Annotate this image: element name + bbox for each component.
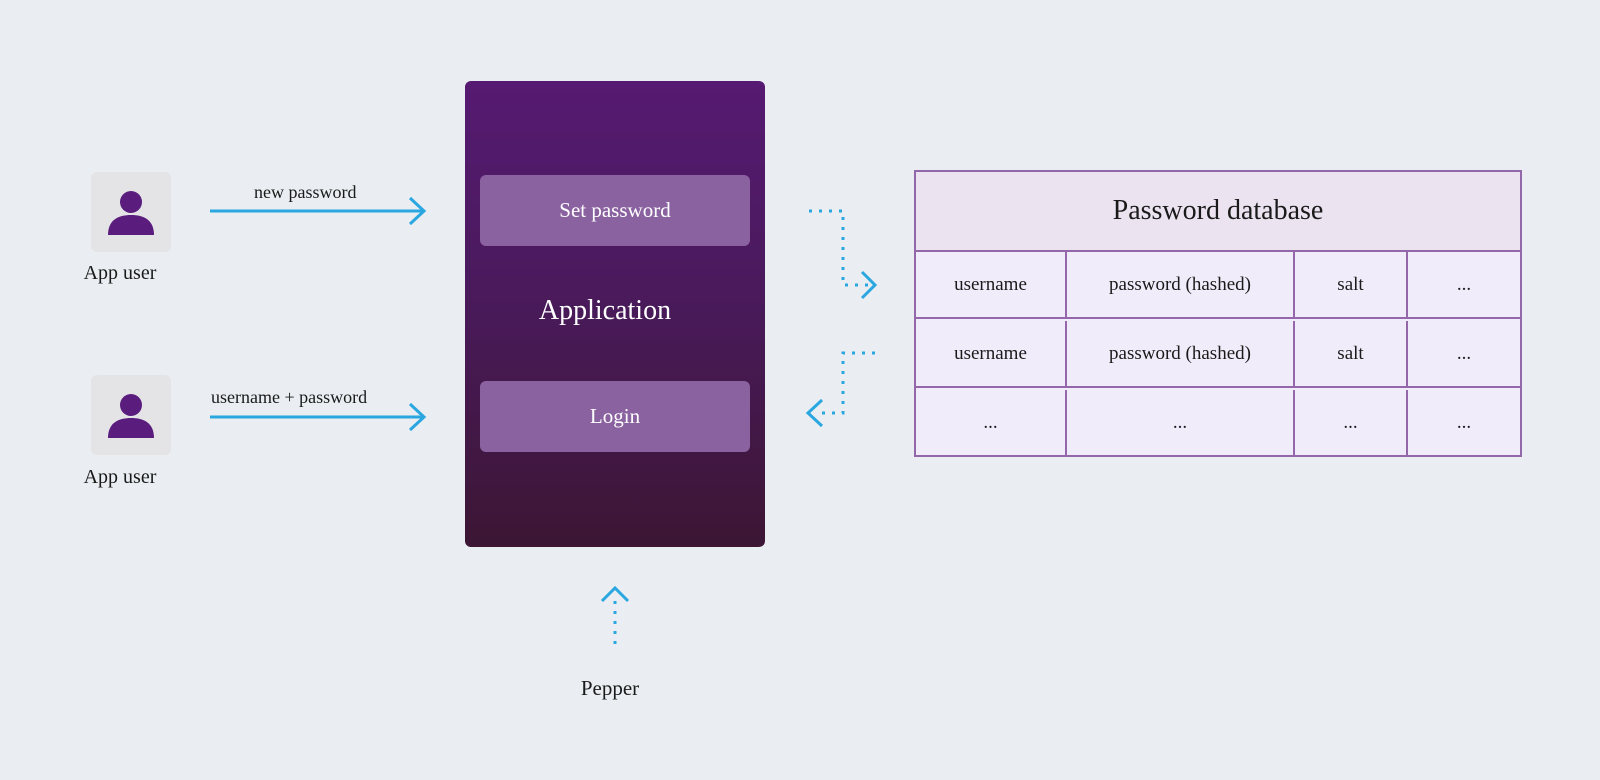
app-user-avatar bbox=[91, 172, 171, 252]
application-panel: Set password Application Login bbox=[465, 81, 765, 547]
table-cell: username bbox=[916, 321, 1067, 386]
table-cell: password (hashed) bbox=[1067, 252, 1295, 317]
table-cell: password (hashed) bbox=[1067, 321, 1295, 386]
table-cell: ... bbox=[1067, 390, 1295, 455]
store-hash-arrowhead bbox=[860, 270, 878, 300]
set-password-button[interactable]: Set password bbox=[480, 175, 750, 246]
table-cell: ... bbox=[1295, 390, 1408, 455]
table-cell: ... bbox=[1456, 411, 1472, 433]
pepper-arrowhead bbox=[600, 585, 630, 603]
login-button[interactable]: Login bbox=[480, 381, 750, 452]
read-hash-arrowhead bbox=[805, 398, 824, 428]
table-cell: salt bbox=[1295, 321, 1408, 386]
table-cell: username bbox=[916, 252, 1067, 317]
database-title: Password database bbox=[916, 172, 1520, 252]
table-cell: salt bbox=[1295, 252, 1408, 317]
table-row: username password (hashed) salt ... bbox=[916, 321, 1520, 388]
table-row: ... ... ... ... bbox=[916, 390, 1520, 455]
username-password-label: username + password bbox=[211, 387, 368, 407]
application-title: Application bbox=[538, 295, 672, 326]
new-password-label: new password bbox=[254, 182, 357, 202]
read-hash-dotted-line bbox=[816, 351, 875, 415]
store-hash-dotted-line bbox=[809, 209, 873, 287]
user-icon bbox=[108, 394, 154, 438]
table-cell: ... bbox=[1456, 273, 1472, 295]
app-user-label: App user bbox=[83, 466, 157, 488]
table-cell: ... bbox=[916, 390, 1067, 455]
password-database-table: Password database username password (has… bbox=[914, 170, 1522, 457]
new-password-arrowhead bbox=[408, 196, 427, 226]
app-user-label: App user bbox=[83, 262, 157, 284]
app-user-avatar bbox=[91, 375, 171, 455]
pepper-label: Pepper bbox=[580, 676, 640, 700]
login-arrowhead bbox=[408, 402, 427, 432]
table-row: username password (hashed) salt ... bbox=[916, 252, 1520, 319]
table-cell: ... bbox=[1456, 342, 1472, 364]
user-icon bbox=[108, 191, 154, 235]
